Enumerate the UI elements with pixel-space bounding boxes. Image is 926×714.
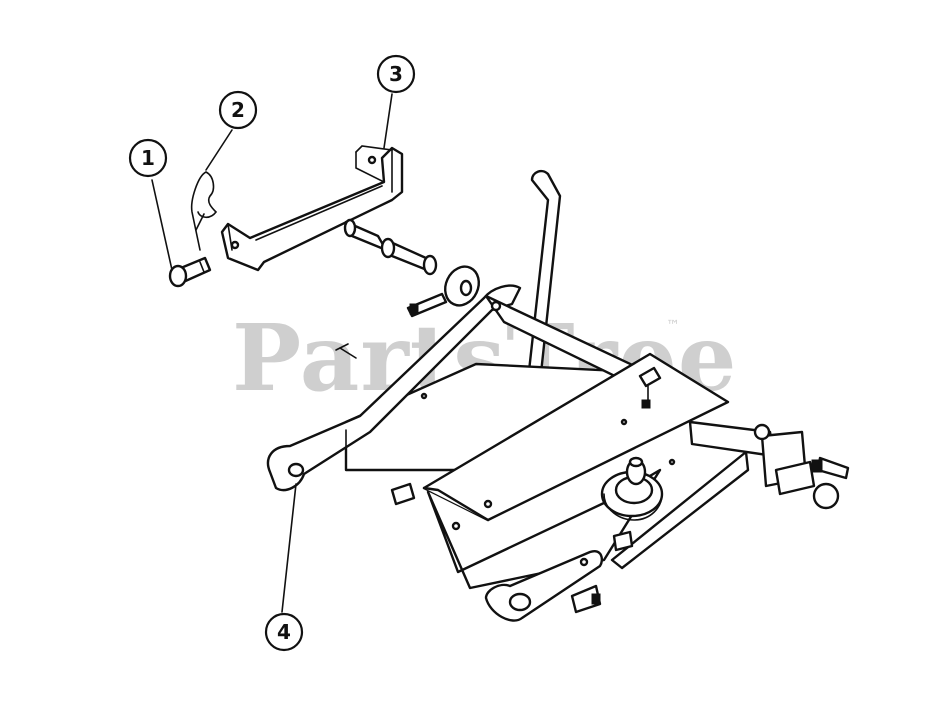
hair-pin-clip [190,171,218,251]
callout-3-number: 3 [389,62,403,86]
axle-shaft [688,420,850,510]
callout-2-number: 2 [231,98,245,122]
fasteners [335,343,662,614]
leader-lines [151,93,393,613]
collar [406,265,480,318]
shaft-spacer [343,218,438,276]
callout-3: 3 [376,54,416,94]
callout-4: 4 [264,612,304,652]
lift-bracket [220,145,404,272]
callout-2: 2 [218,90,258,130]
lift-frame [266,284,750,622]
pulley [600,456,664,521]
clevis-pin [168,256,212,288]
callout-1: 1 [128,138,168,178]
callout-1-number: 1 [141,146,155,170]
callout-4-number: 4 [277,620,291,644]
watermark-trademark: ™ [666,318,680,334]
